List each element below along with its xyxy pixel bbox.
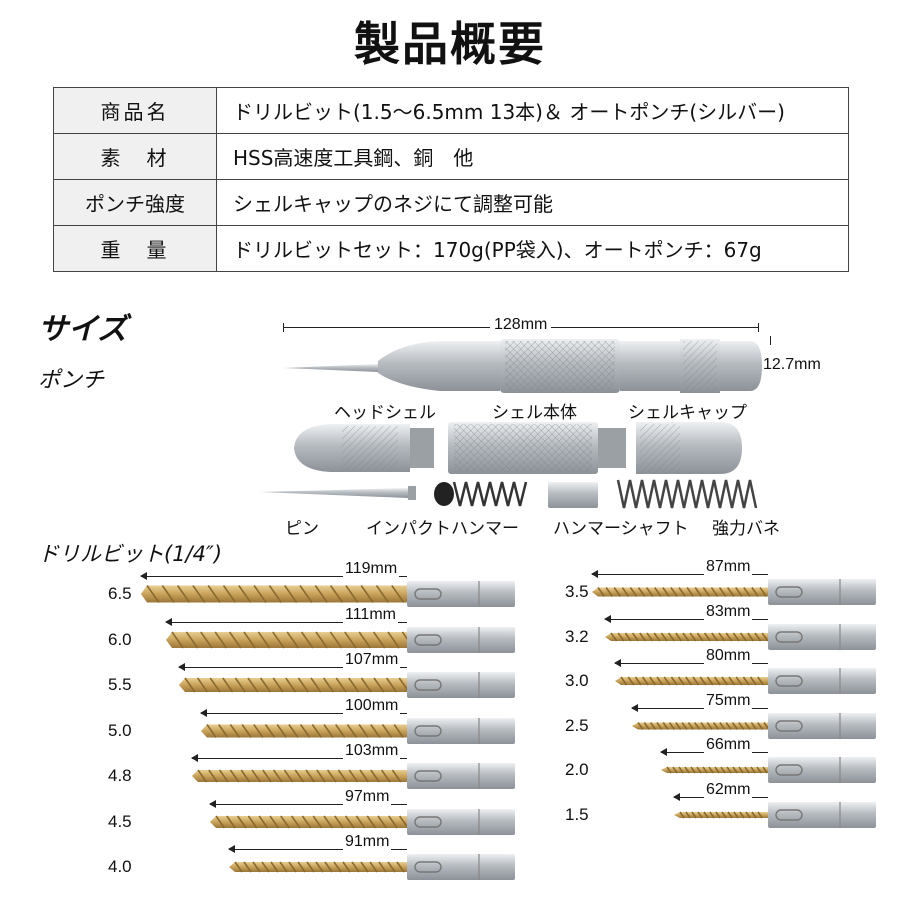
drill-length-dimension-line xyxy=(228,845,407,853)
part-label-pin: ピン xyxy=(285,519,319,539)
drill-size-label: 6.5 xyxy=(108,584,132,603)
part-label-shell-cap: シェルキャップ xyxy=(628,403,747,423)
drill-size-label: 1.5 xyxy=(565,804,589,824)
drill-size-label: 2.0 xyxy=(565,760,589,779)
spec-key: 商品名 xyxy=(53,87,217,134)
drill-length-dimension-line xyxy=(631,703,768,712)
drill-length-dimension-line xyxy=(614,659,768,667)
drill-bit-image xyxy=(674,799,880,835)
punch-heading: ポンチ xyxy=(38,368,105,393)
drill-length-label: 87mm xyxy=(704,558,753,576)
spec-key: 素 材 xyxy=(53,133,217,180)
drill-bit-image xyxy=(201,715,519,751)
drill-bit-image xyxy=(141,578,519,614)
spec-table: 商品名 ドリルビット(1.5〜6.5mm 13本)＆ オートポンチ(シルバー) … xyxy=(53,87,849,272)
spec-row: 重 量 ドリルビットセット：170g(PP袋入)、オートポンチ：67g xyxy=(53,225,849,272)
drill-length-dimension-line xyxy=(591,570,768,578)
drill-heading: ドリルビット(1/4″) xyxy=(38,542,223,566)
page-title: 製品概要 xyxy=(354,17,546,71)
drill-length-dimension-line xyxy=(604,614,768,623)
drill-size-label: 3.0 xyxy=(565,671,589,690)
drill-length-label: 97mm xyxy=(343,787,392,806)
drill-length-dimension-line xyxy=(178,663,407,671)
part-label-strong-spring: 強力バネ xyxy=(712,519,780,539)
spec-value: HSS高速度工具鋼、銅 他 xyxy=(216,133,849,180)
drill-length-label: 119mm xyxy=(343,560,400,578)
drill-size-label: 3.5 xyxy=(565,582,589,601)
punch-inner-parts-image xyxy=(260,479,758,509)
drill-length-dimension-line xyxy=(200,708,407,717)
spec-row: 商品名 ドリルビット(1.5〜6.5mm 13本)＆ オートポンチ(シルバー) xyxy=(53,87,849,134)
drill-length-label: 100mm xyxy=(343,696,401,715)
drill-size-label: 6.0 xyxy=(108,629,132,649)
drill-length-label: 62mm xyxy=(704,780,753,799)
drill-bit-image xyxy=(179,669,519,705)
punch-shell-parts-image xyxy=(294,422,742,474)
drill-length-dimension-line xyxy=(140,572,407,580)
drill-length-label: 111mm xyxy=(343,605,398,624)
spec-value: ドリルビットセット：170g(PP袋入)、オートポンチ：67g xyxy=(216,225,849,272)
drill-size-label: 4.0 xyxy=(108,857,132,876)
part-label-shell-body: シェル本体 xyxy=(492,403,577,423)
drill-size-label: 4.8 xyxy=(108,766,132,785)
part-label-impact-hammer: インパクトハンマー xyxy=(366,519,519,539)
part-label-hammer-shaft: ハンマーシャフト xyxy=(553,519,689,539)
part-label-head-shell: ヘッドシェル xyxy=(334,403,436,423)
spec-key: ポンチ強度 xyxy=(53,179,217,226)
drill-size-label: 4.5 xyxy=(108,811,132,831)
drill-length-dimension-line xyxy=(165,617,407,626)
spec-row: 素 材 HSS高速度工具鋼、銅 他 xyxy=(53,133,849,180)
punch-diameter-label: 12.7mm xyxy=(763,356,821,373)
drill-length-label: 80mm xyxy=(704,647,753,665)
auto-punch-image xyxy=(284,339,762,393)
drill-bit-image xyxy=(661,754,880,790)
drill-size-label: 5.5 xyxy=(108,675,132,694)
drill-size-label: 2.5 xyxy=(565,715,589,735)
spec-row: ポンチ強度 シェルキャップのネジにて調整可能 xyxy=(53,179,849,226)
drill-length-label: 91mm xyxy=(343,833,392,851)
size-heading: サイズ xyxy=(38,312,128,347)
spec-key: 重 量 xyxy=(53,225,217,272)
spec-value: ドリルビット(1.5〜6.5mm 13本)＆ オートポンチ(シルバー) xyxy=(216,87,849,134)
drill-length-label: 103mm xyxy=(343,742,401,760)
drill-length-label: 66mm xyxy=(704,736,753,754)
drill-size-label: 3.2 xyxy=(565,626,589,646)
drill-bit-image xyxy=(229,851,519,887)
drill-length-label: 83mm xyxy=(704,602,753,621)
punch-length-label: 128mm xyxy=(490,316,552,334)
drill-bit-image xyxy=(210,806,519,842)
drill-bit-image xyxy=(192,760,519,796)
drill-bit-image xyxy=(615,665,880,701)
drill-length-dimension-line xyxy=(191,754,407,762)
drill-length-label: 107mm xyxy=(343,651,401,669)
drill-length-label: 75mm xyxy=(704,691,753,710)
drill-size-label: 5.0 xyxy=(108,720,132,740)
drill-bit-image xyxy=(166,624,519,660)
drill-bit-image xyxy=(605,621,880,657)
spec-value: シェルキャップのネジにて調整可能 xyxy=(216,179,849,226)
drill-bit-image xyxy=(632,710,880,746)
drill-length-dimension-line xyxy=(209,799,407,808)
drill-bit-image xyxy=(592,576,880,612)
